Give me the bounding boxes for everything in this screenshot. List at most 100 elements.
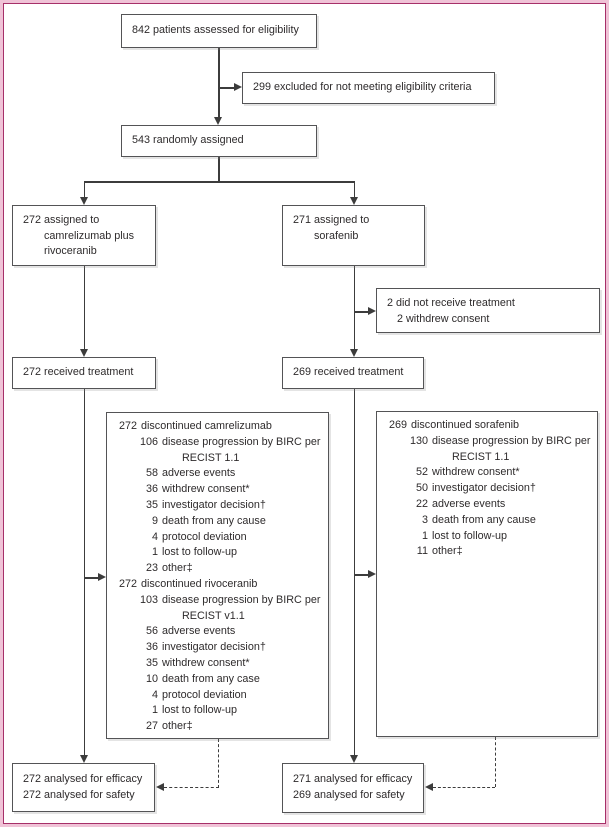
analysed-sorafenib-line1: 271 analysed for efficacy (293, 773, 413, 785)
arrowhead-down (79, 755, 88, 763)
arrowhead-down (349, 755, 358, 763)
row-label-continuation: RECIST 1.1 (452, 450, 510, 463)
row-count: 9 (151, 514, 158, 527)
assigned-sorafenib-line2: sorafenib (314, 229, 359, 242)
not-treated-line1: 2 did not receive treatment (387, 297, 515, 309)
row-label: other‡ (162, 562, 193, 575)
discontinued-row: 269 discontinued sorafenib (389, 418, 591, 434)
discontinued-row: 11 other‡ (389, 544, 591, 560)
row-count: 35 (145, 656, 158, 669)
arrowhead-right (368, 570, 376, 579)
dashed-connector-line (433, 786, 495, 788)
discontinued-row: 3 death from any cause (389, 513, 591, 529)
arrowhead-right (234, 83, 242, 92)
flow-box-received-camrelizumab: 272 received treatment (12, 357, 156, 389)
discontinued-row: 52 withdrew consent* (389, 465, 591, 481)
row-label: discontinued rivoceranib (141, 577, 258, 590)
row-count: 4 (151, 688, 158, 701)
arrowhead-down (79, 197, 88, 205)
row-label: other‡ (162, 720, 193, 733)
received-sorafenib-text: 269 received treatment (293, 366, 404, 379)
row-label: withdrew consent* (162, 656, 250, 669)
discontinued-row: 56 adverse events (119, 624, 322, 640)
flow-box-received-sorafenib: 269 received treatment (282, 357, 424, 389)
assigned-sorafenib-line1: 271 assigned to (293, 214, 370, 226)
row-label: death from any cause (162, 514, 266, 527)
discontinued-row: 9 death from any cause (119, 514, 322, 530)
row-count: 10 (145, 672, 158, 685)
row-label: investigator decision† (432, 482, 536, 495)
row-count: 1 (151, 704, 158, 717)
connector-line (83, 389, 85, 755)
assigned-camrelizumab-line3: rivoceranib (44, 245, 97, 257)
row-label: disease progression by BIRC per (432, 434, 591, 447)
row-label: disease progression by BIRC per (162, 435, 321, 448)
row-count: 56 (145, 625, 158, 638)
flow-box-assigned-camrelizumab: 272 assigned to camrelizumab plus rivoce… (12, 205, 156, 266)
flow-box-assessed: 842 patients assessed for eligibility (121, 14, 317, 48)
row-label: disease progression by BIRC per (162, 593, 321, 606)
analysed-camrelizumab-line1: 272 analysed for efficacy (23, 773, 143, 785)
connector-line (353, 389, 355, 755)
row-count: 269 (389, 419, 408, 431)
discontinued-row: 272 discontinued rivoceranib (119, 577, 322, 593)
discontinued-row: 36 withdrew consent* (119, 482, 322, 498)
discontinued-row: 27 other‡ (119, 719, 322, 735)
discontinued-row: 35 investigator decision† (119, 498, 322, 514)
discontinued-row: 1 lost to follow-up (119, 703, 322, 719)
arrowhead-right (368, 307, 376, 316)
row-count: 1 (151, 546, 158, 559)
row-label: lost to follow-up (432, 529, 508, 542)
arrowhead-left (425, 782, 433, 791)
flow-box-assigned-sorafenib: 271 assigned to sorafenib (282, 205, 425, 266)
row-label: lost to follow-up (162, 546, 238, 559)
row-count: 22 (415, 497, 428, 510)
arrowhead-left (156, 783, 164, 792)
discontinued-row: 272 discontinued camrelizumab (119, 419, 322, 435)
discontinued-row: 4 protocol deviation (119, 688, 322, 704)
flow-box-excluded-text: 299 excluded for not meeting eligibility… (253, 81, 472, 94)
connector-line (83, 265, 85, 350)
discontinued-row: 130 disease progression by BIRC per RECI… (389, 434, 591, 466)
discontinued-row: 22 adverse events (389, 497, 591, 513)
row-label-continuation: RECIST 1.1 (182, 451, 240, 464)
discontinued-row: 58 adverse events (119, 466, 322, 482)
dashed-connector-line (494, 737, 496, 787)
not-treated-line2: 2 withdrew consent (397, 313, 490, 325)
row-count: 106 (139, 435, 158, 448)
connector-line (354, 311, 369, 313)
row-label: adverse events (432, 497, 506, 510)
arrowhead-down (349, 349, 358, 357)
row-count: 52 (415, 466, 428, 479)
discontinued-row: 36 investigator decision† (119, 640, 322, 656)
flow-box-randomized-text: 543 randomly assigned (132, 134, 244, 147)
row-label: lost to follow-up (162, 704, 238, 717)
row-label: discontinued camrelizumab (141, 420, 272, 432)
discontinued-row: 1 lost to follow-up (389, 529, 591, 545)
connector-line (218, 157, 220, 182)
row-count: 27 (145, 720, 158, 733)
connector-line (84, 577, 98, 579)
row-count: 272 (119, 420, 138, 432)
dashed-connector-line (217, 739, 219, 788)
row-count: 272 (119, 577, 138, 590)
discontinued-row: 106 disease progression by BIRC per RECI… (119, 435, 322, 467)
arrowhead-down (349, 197, 358, 205)
row-label: protocol deviation (162, 688, 247, 701)
row-label: withdrew consent* (162, 483, 250, 496)
discontinued-row: 50 investigator decision† (389, 481, 591, 497)
row-count: 4 (151, 530, 158, 543)
row-count: 130 (409, 434, 428, 447)
discontinued-row: 103 disease progression by BIRC per RECI… (119, 593, 322, 625)
row-count: 58 (145, 467, 158, 480)
assigned-camrelizumab-line2: camrelizumab plus (44, 229, 135, 242)
arrowhead-down (79, 349, 88, 357)
flow-box-assessed-text: 842 patients assessed for eligibility (132, 24, 299, 37)
connector-line (218, 48, 220, 118)
row-label: withdrew consent* (432, 466, 520, 479)
received-camrelizumab-text: 272 received treatment (23, 366, 134, 379)
assigned-camrelizumab-line1: 272 assigned to (23, 214, 100, 226)
row-count: 3 (421, 513, 428, 526)
row-count: 103 (139, 593, 158, 606)
